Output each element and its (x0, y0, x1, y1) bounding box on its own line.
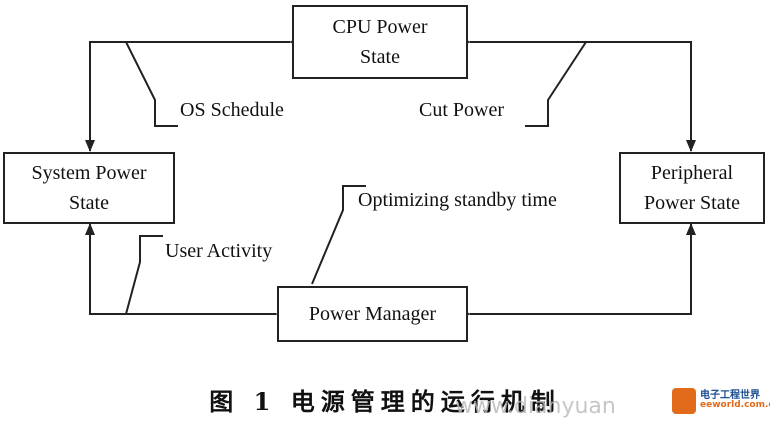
figure-caption: 图 1 电源管理的运行机制 (209, 387, 561, 416)
os-schedule-label: OS Schedule (180, 99, 284, 121)
cut-power-label: Cut Power (419, 99, 504, 121)
edge-cpu-peripheral (459, 37, 696, 152)
callout-user-activity (125, 235, 163, 315)
peripheral-power-state-node: Peripheral Power State (619, 152, 765, 224)
callout-optimizing (311, 185, 366, 285)
cpu-power-state-node: CPU Power State (292, 5, 468, 79)
edge-cpu-system (85, 37, 301, 152)
power-manager-node: Power Manager (277, 286, 468, 342)
logo-site: eeworld.com.cn (700, 400, 770, 410)
callout-cut-power (525, 41, 587, 127)
system-power-state-node: System Power State (3, 152, 175, 224)
edge-manager-system (85, 223, 287, 319)
eeworld-logo: 电子工程世界 eeworld.com.cn (672, 386, 770, 418)
optimizing-standby-label: Optimizing standby time (358, 189, 557, 211)
user-activity-label: User Activity (165, 240, 273, 262)
eeworld-logo-icon (672, 388, 696, 414)
callout-os-schedule (125, 41, 178, 127)
logo-title: 电子工程世界 (700, 390, 760, 401)
watermark-text: www.dianyuan (455, 394, 616, 419)
edge-manager-peripheral (459, 223, 696, 319)
